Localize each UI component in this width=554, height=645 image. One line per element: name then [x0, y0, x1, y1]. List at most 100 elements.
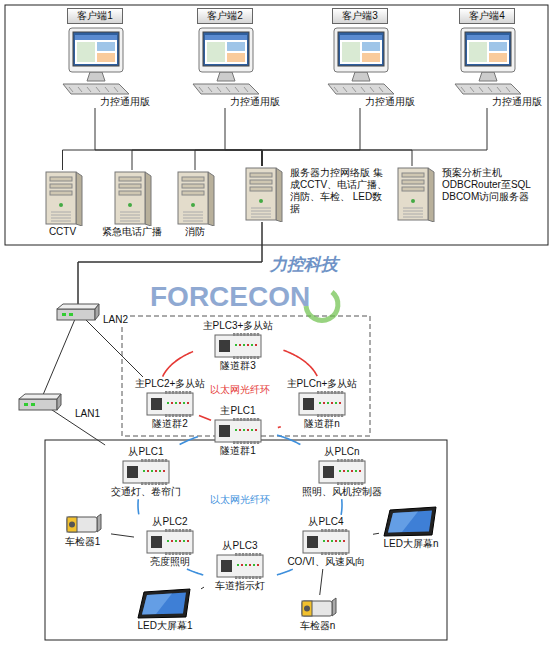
app-panel: [207, 42, 225, 62]
node-label: 从PLC2: [152, 516, 187, 528]
plc-icon: [297, 390, 347, 418]
plc-led: [251, 344, 253, 346]
terminal: [165, 414, 167, 417]
plc-led: [327, 402, 329, 404]
vent-line: [51, 221, 71, 222]
network-link: [132, 150, 262, 170]
terminal: [165, 391, 167, 394]
plc-led: [343, 470, 345, 472]
plc-display: [307, 536, 318, 548]
detector-face: [67, 517, 77, 532]
terminal: [189, 414, 191, 417]
terminal: [257, 418, 259, 421]
network-link: [262, 150, 412, 166]
terminal: [151, 482, 153, 485]
network-link: [373, 533, 379, 535]
app-panel: [362, 53, 380, 62]
plc-led: [327, 540, 329, 542]
app-panel: [489, 42, 507, 51]
network-link: [195, 150, 262, 170]
plc-led: [351, 470, 353, 472]
detector-side: [332, 598, 336, 616]
monitor-stand: [479, 72, 497, 81]
terminal: [321, 552, 323, 555]
terminal: [175, 552, 177, 555]
terminal: [175, 391, 177, 394]
node-label: 车检器1: [65, 536, 101, 548]
terminal: [168, 529, 170, 532]
plc-icon: [301, 528, 351, 556]
server-icon: [109, 170, 155, 226]
plc-led: [187, 540, 189, 542]
power-light: [411, 199, 415, 203]
plc-led: [179, 540, 181, 542]
plc-body: [303, 531, 349, 553]
fiber-ring-link: [199, 416, 211, 421]
fiber-ring-link: [180, 437, 198, 445]
detector-lens: [304, 606, 310, 612]
plc-body: [217, 555, 263, 577]
terminal: [334, 391, 336, 394]
terminal: [328, 552, 330, 555]
terminal: [345, 529, 347, 532]
terminal: [175, 414, 177, 417]
plc-icon: [213, 332, 263, 360]
terminal: [243, 418, 245, 421]
vent-line: [403, 214, 423, 215]
key-line: [506, 87, 510, 92]
client-workstation: 客户端2力控通用版: [170, 8, 280, 108]
plc-display: [303, 398, 314, 410]
terminal: [357, 459, 359, 462]
node-label: 隧道群2: [152, 418, 188, 430]
key-line: [361, 87, 365, 92]
key-line: [479, 87, 483, 92]
key-line: [235, 87, 239, 92]
plc-led: [331, 402, 333, 404]
terminal: [259, 576, 261, 579]
detector-face: [302, 601, 312, 616]
switch-led: [62, 313, 66, 316]
detector-side: [97, 514, 101, 532]
plc-led: [159, 470, 161, 472]
plc-led: [255, 429, 257, 431]
switch-body: [19, 399, 57, 410]
plc-led: [257, 564, 259, 566]
terminal: [182, 552, 184, 555]
key-line: [343, 87, 347, 92]
led-screen-icon: [382, 506, 440, 538]
plc-led: [235, 344, 237, 346]
main-plc-group: [122, 316, 370, 436]
monitor-screen: [203, 32, 249, 66]
terminal: [189, 529, 191, 532]
terminal: [168, 391, 170, 394]
terminal: [179, 391, 181, 394]
terminal: [357, 482, 359, 485]
terminal: [247, 333, 249, 336]
keyboard: [63, 84, 129, 94]
client-header: 客户端2: [197, 8, 253, 24]
server-icon: [40, 170, 86, 226]
plc-display: [127, 466, 138, 478]
terminal: [172, 391, 174, 394]
terminal: [334, 414, 336, 417]
drive-bay: [119, 177, 141, 181]
drive-bay: [50, 184, 72, 188]
terminal: [347, 482, 349, 485]
terminal: [185, 529, 187, 532]
monitor-screen: [73, 32, 119, 66]
node-label: 主PLC1: [220, 405, 255, 417]
plc-led: [175, 402, 177, 404]
plc-display: [219, 425, 230, 437]
key-line: [244, 87, 248, 92]
network-link: [95, 108, 262, 166]
drive-bay: [402, 180, 424, 184]
app-panel: [227, 42, 245, 51]
power-light: [191, 203, 195, 207]
terminal: [324, 529, 326, 532]
switch-led: [31, 403, 35, 406]
client-header: 客户端4: [459, 8, 515, 24]
keyboard: [193, 84, 259, 94]
key-line: [334, 87, 338, 92]
terminal: [236, 441, 238, 444]
network-link: [320, 569, 323, 595]
